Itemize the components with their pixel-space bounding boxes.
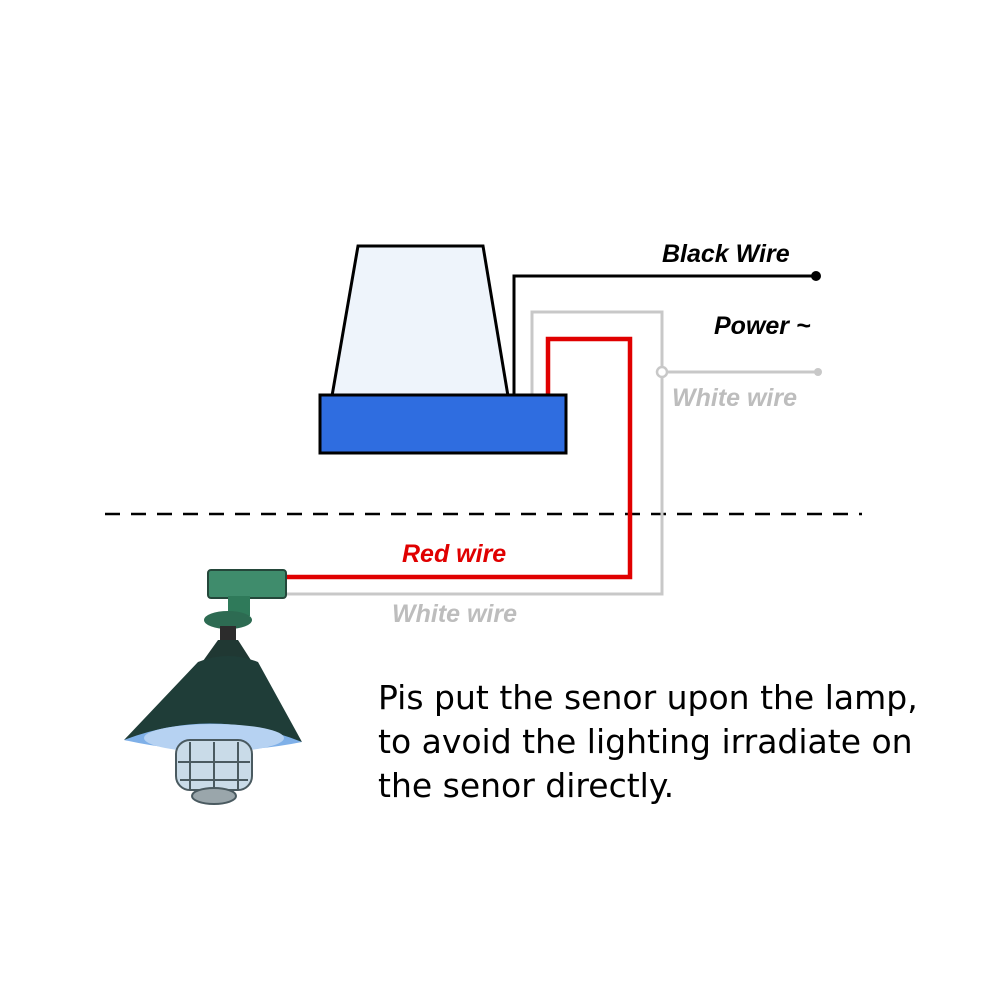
black-wire-label: Black Wire — [662, 240, 790, 268]
white-wire-label-top: White wire — [672, 384, 797, 412]
installation-note-line: Pis put the senor upon the lamp, — [378, 678, 918, 717]
installation-note-line: to avoid the lighting irradiate on — [378, 722, 913, 761]
installation-note: Pis put the senor upon the lamp, to avoi… — [378, 676, 978, 808]
red-wire — [284, 336, 633, 580]
white-wire-terminal — [814, 368, 822, 376]
power-label: Power ~ — [714, 312, 811, 340]
black-wire-terminal — [811, 271, 821, 281]
installation-note-line: the senor directly. — [378, 766, 675, 805]
black-wire — [512, 274, 816, 397]
white-wire — [286, 310, 664, 596]
photocell-sensor-icon — [318, 244, 568, 455]
red-wire-label: Red wire — [402, 540, 506, 568]
pendant-lamp-icon — [124, 569, 302, 805]
white-wire-junction — [655, 365, 669, 379]
white-wire-label-bottom: White wire — [392, 600, 517, 628]
